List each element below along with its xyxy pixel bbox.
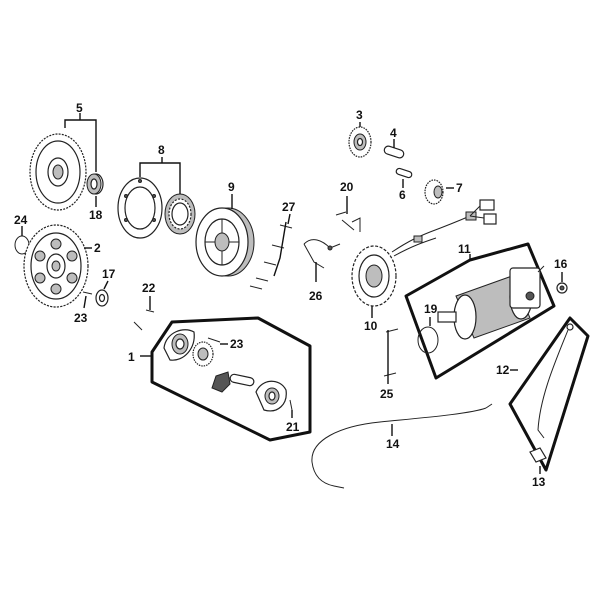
callout-1: 1 [128, 350, 135, 364]
callout-23a: 23 [74, 311, 88, 325]
callout-19: 19 [424, 302, 438, 316]
part-27-bolts[interactable] [249, 221, 293, 290]
part-23-key-right[interactable] [207, 337, 221, 343]
part-11-starter-motor[interactable] [437, 265, 545, 340]
callout-13: 13 [532, 475, 546, 489]
group-outline-12 [508, 316, 590, 472]
callout-11: 11 [458, 242, 471, 256]
callout-9: 9 [228, 180, 235, 194]
callout-25: 25 [380, 387, 394, 401]
part-14-starter-cable[interactable] [311, 403, 493, 489]
part-1-starter-lever[interactable] [211, 371, 231, 393]
part-10-stator[interactable] [351, 245, 397, 307]
callout-8: 8 [158, 143, 165, 157]
part-2-flywheel-gear[interactable] [23, 224, 89, 308]
part-18-needle-bearing[interactable] [86, 173, 104, 195]
part-23-key-left[interactable] [82, 291, 93, 295]
leader-17 [103, 280, 109, 290]
part-25-bolts[interactable] [383, 328, 399, 384]
part-4-idle-shaft[interactable] [383, 145, 405, 159]
part-17-washer[interactable] [95, 289, 109, 307]
callout-14: 14 [386, 437, 400, 451]
part-3-idle-gear[interactable] [348, 126, 372, 158]
callout-5: 5 [76, 101, 83, 115]
leader-8 [139, 162, 181, 194]
part-22-bolt[interactable] [133, 309, 155, 331]
part-8-starter-clutch-plate[interactable] [117, 177, 163, 239]
callout-18: 18 [89, 208, 103, 222]
group-outline-1 [150, 316, 312, 442]
callout-7: 7 [456, 181, 463, 195]
part-21-screw[interactable] [289, 399, 293, 411]
part-1-cover-plate[interactable] [163, 329, 195, 361]
part-7-reduction-gear[interactable] [424, 179, 444, 205]
callout-10: 10 [364, 319, 378, 333]
part-12-battery-cable[interactable] [537, 323, 574, 439]
part-16-nut[interactable] [556, 282, 568, 294]
part-5-starter-driven-gear[interactable] [29, 133, 87, 211]
callout-27: 27 [282, 200, 296, 214]
callout-22: 22 [142, 281, 156, 295]
part-26-pulser-coil-wire[interactable] [303, 239, 341, 282]
part-10-stator-harness[interactable] [391, 199, 497, 257]
part-9-flywheel-rotor[interactable] [195, 207, 255, 277]
callout-23b: 23 [230, 337, 244, 351]
leader-23a [83, 295, 87, 309]
callout-4: 4 [390, 126, 397, 140]
callout-2: 2 [94, 241, 101, 255]
leader-27 [287, 213, 291, 225]
callout-21: 21 [286, 420, 300, 434]
part-1-shaft[interactable] [229, 373, 255, 387]
callout-3: 3 [356, 108, 363, 122]
part-19-o-ring[interactable] [417, 326, 439, 354]
part-13-terminal-cap[interactable] [529, 447, 547, 463]
callout-12: 12 [496, 363, 510, 377]
callout-6: 6 [399, 188, 406, 202]
part-1-rear-plate[interactable] [255, 380, 287, 412]
callout-16: 16 [554, 257, 568, 271]
callout-24: 24 [14, 213, 28, 227]
callout-17: 17 [102, 267, 116, 281]
part-8-one-way-clutch[interactable] [164, 193, 196, 235]
callout-26: 26 [309, 289, 323, 303]
part-1-gear-hub[interactable] [192, 341, 214, 367]
callout-20: 20 [340, 180, 354, 194]
group-outline-11 [404, 242, 556, 380]
part-20-bolt-clamp[interactable] [335, 196, 361, 232]
part-6-pin[interactable] [395, 167, 413, 179]
